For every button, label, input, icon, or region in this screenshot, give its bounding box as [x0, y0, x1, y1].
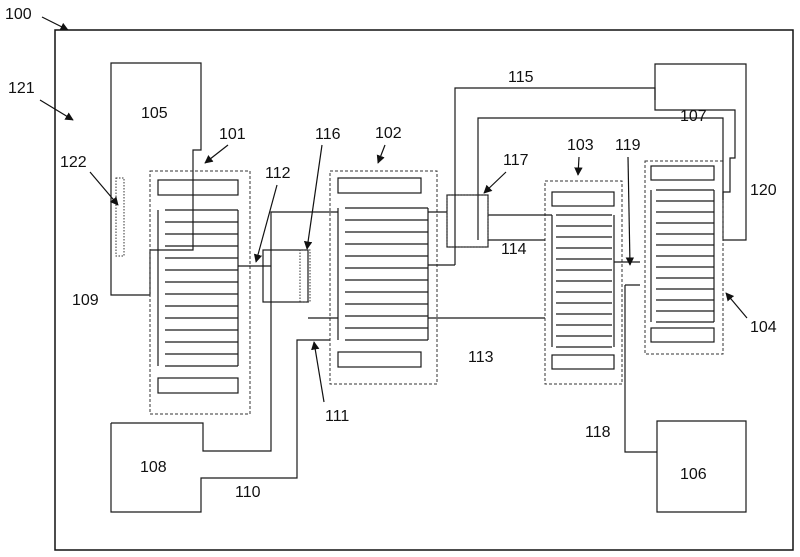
coupler-box-117-dotted: [446, 194, 489, 248]
resonator-104: [644, 160, 724, 355]
label-118: 118: [585, 424, 611, 441]
coupler-box-116: [299, 249, 311, 303]
label-102: 102: [375, 125, 402, 142]
pad-106: [656, 420, 747, 513]
label-105: 105: [141, 105, 168, 122]
label-116: 116: [315, 126, 341, 143]
label-101: 101: [219, 126, 246, 143]
pad-108: [110, 211, 330, 513]
label-107: 107: [680, 108, 707, 125]
label-119: 119: [615, 137, 641, 154]
label-120: 120: [750, 182, 777, 199]
line-115: [454, 87, 656, 265]
coupler-box-112: [262, 249, 309, 303]
feed-118: [624, 284, 657, 453]
label-109: 109: [72, 292, 99, 309]
label-117: 117: [503, 152, 529, 169]
label-122: 122: [60, 154, 87, 171]
label-106: 106: [680, 466, 707, 483]
coupler-box-117: [446, 194, 489, 248]
leader-arrows: [39, 16, 748, 403]
label-113: 113: [468, 349, 494, 366]
label-115: 115: [508, 69, 534, 86]
label-112: 112: [265, 165, 291, 182]
label-110: 110: [235, 484, 261, 501]
label-103: 103: [567, 137, 594, 154]
label-111: 111: [325, 408, 349, 425]
element-122: [115, 177, 125, 257]
pad-105: [110, 62, 202, 296]
resonator-101: [149, 170, 271, 415]
resonator-103: [488, 180, 640, 385]
pad-107: [654, 63, 747, 241]
label-114: 114: [501, 241, 527, 258]
line-115b: [477, 117, 724, 240]
resonator-102: [308, 170, 545, 385]
label-100: 100: [5, 6, 32, 23]
label-104: 104: [750, 319, 777, 336]
substrate-outline: [54, 29, 794, 551]
label-108: 108: [140, 459, 167, 476]
label-121: 121: [8, 80, 35, 97]
